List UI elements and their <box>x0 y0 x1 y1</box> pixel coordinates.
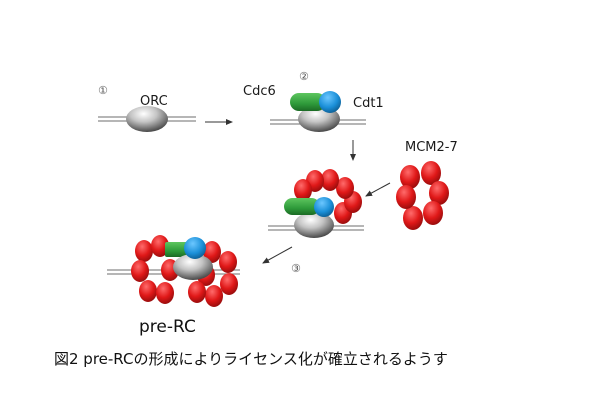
orc-protein <box>126 106 168 132</box>
cdt1-protein <box>184 237 206 259</box>
mcm-loading-group <box>268 169 364 238</box>
step2-group: ② Cdc6 Cdt1 <box>243 70 384 132</box>
cdt1-protein <box>319 91 341 113</box>
mcm-subunit <box>400 165 420 189</box>
mcm-subunit <box>203 241 221 263</box>
orc-label: ORC <box>140 94 168 109</box>
mcm-subunit <box>219 251 237 273</box>
mcm-subunit <box>188 281 206 303</box>
mcm-subunit <box>421 161 441 185</box>
mcm-label: MCM2-7 <box>405 140 458 155</box>
mcm-subunit <box>156 282 174 304</box>
cdt1-protein <box>314 197 334 217</box>
cdt1-label: Cdt1 <box>353 96 384 111</box>
mcm-subunit <box>294 179 312 201</box>
prerc-group <box>107 235 240 307</box>
arrow-icon <box>262 246 293 264</box>
arrow-icon <box>365 182 391 197</box>
cdc6-label: Cdc6 <box>243 84 276 99</box>
mcm-subunit <box>131 260 149 282</box>
mcm-subunit <box>423 201 443 225</box>
mcm-subunit <box>396 185 416 209</box>
orc-protein <box>173 254 213 280</box>
prerc-label: pre-RC <box>139 317 196 337</box>
mcm-subunit <box>220 273 238 295</box>
cdc6-protein <box>284 198 320 215</box>
mcm-subunit <box>321 169 339 191</box>
step3-number: ③ <box>291 262 301 275</box>
orc-protein <box>294 212 334 238</box>
cdc6-protein <box>290 93 326 111</box>
mcm-free-group: MCM2-7 <box>396 140 458 230</box>
step2-number: ② <box>299 70 309 83</box>
mcm-subunit <box>336 177 354 199</box>
mcm-subunit <box>429 181 449 205</box>
mcm-subunit <box>403 206 423 230</box>
mcm-subunit <box>205 285 223 307</box>
mcm-subunit <box>151 235 169 257</box>
step1-number: ① <box>98 84 108 97</box>
step1-group: ① ORC <box>98 84 196 132</box>
figure-caption: 図2 pre-RCの形成によりライセンス化が確立されるようす <box>54 350 448 368</box>
mcm-subunit <box>139 280 157 302</box>
mcm-subunit <box>135 240 153 262</box>
